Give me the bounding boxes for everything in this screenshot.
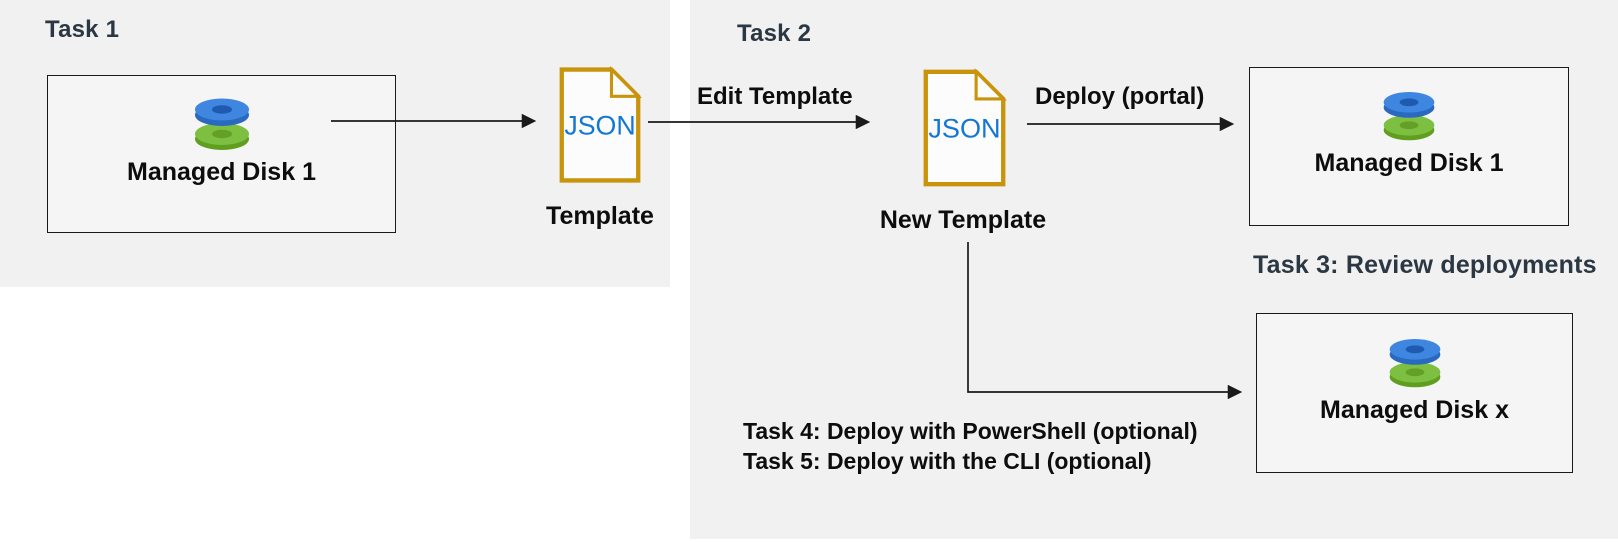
managed-disk-x-box: Managed Disk x bbox=[1256, 313, 1573, 473]
managed-disk-icon bbox=[1383, 91, 1435, 141]
edit-template-flow-label: Edit Template bbox=[697, 83, 853, 110]
template-caption: Template bbox=[546, 202, 654, 230]
new-template-json-file-icon: JSON bbox=[918, 67, 1011, 194]
json-file-text: JSON bbox=[928, 113, 1000, 144]
managed-disk-icon bbox=[1389, 338, 1440, 388]
task3-review-note: Task 3: Review deployments bbox=[1253, 251, 1597, 279]
task1-heading: Task 1 bbox=[45, 16, 120, 43]
source-managed-disk-label: Managed Disk 1 bbox=[127, 158, 316, 186]
portal-managed-disk-label: Managed Disk 1 bbox=[1314, 149, 1504, 177]
source-managed-disk-box: Managed Disk 1 bbox=[47, 75, 396, 233]
managed-disk-x-label: Managed Disk x bbox=[1320, 396, 1509, 424]
task45-note: Task 4: Deploy with PowerShell (optional… bbox=[743, 416, 1198, 476]
task4-note-line: Task 4: Deploy with PowerShell (optional… bbox=[743, 418, 1198, 444]
new-template-caption: New Template bbox=[879, 206, 1047, 234]
json-file-text: JSON bbox=[564, 111, 635, 141]
task5-note-line: Task 5: Deploy with the CLI (optional) bbox=[743, 448, 1152, 474]
template-json-file-icon: JSON bbox=[557, 64, 643, 191]
task2-heading: Task 2 bbox=[737, 20, 812, 47]
deploy-portal-flow-label: Deploy (portal) bbox=[1035, 83, 1205, 110]
portal-managed-disk-box: Managed Disk 1 bbox=[1249, 67, 1569, 226]
managed-disk-icon bbox=[194, 98, 249, 150]
